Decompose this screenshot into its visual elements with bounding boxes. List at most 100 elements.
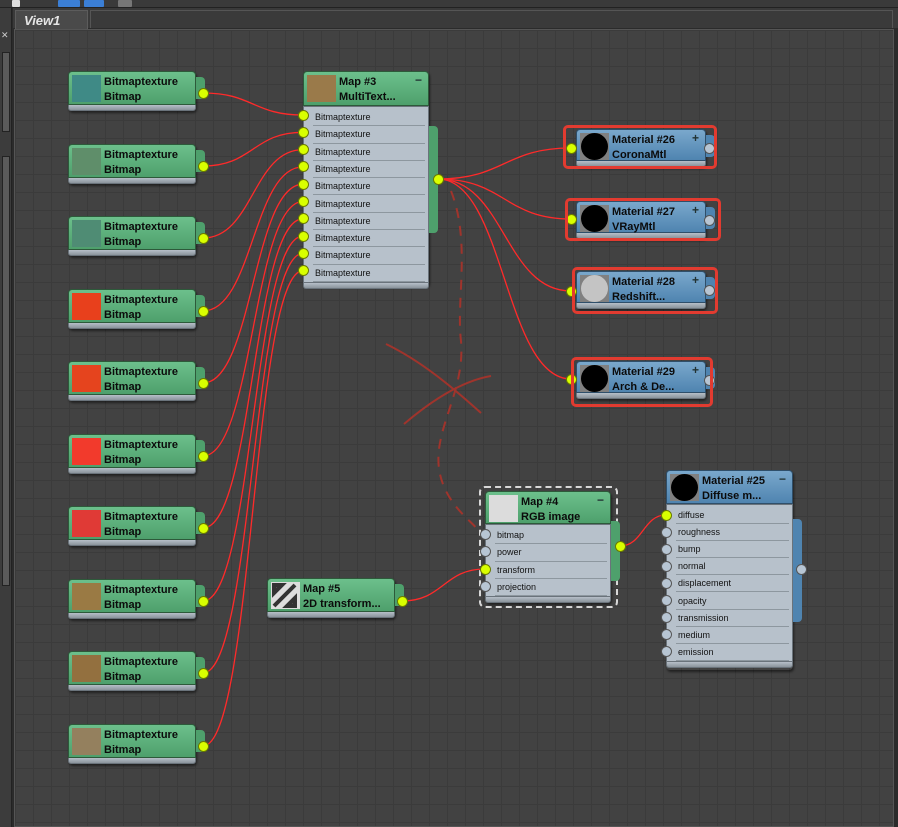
input-socket[interactable] [660,543,672,555]
input-socket[interactable] [660,629,672,641]
wire[interactable] [202,200,304,457]
output-socket[interactable] [703,374,715,386]
input-slot[interactable]: displacement [676,575,789,593]
input-slot[interactable]: opacity [676,593,789,610]
wire[interactable] [202,218,304,529]
output-socket[interactable] [795,563,807,575]
input-socket[interactable] [660,577,672,589]
input-socket[interactable] [660,646,672,658]
output-socket[interactable] [197,87,209,99]
collapse-icon[interactable]: − [596,493,604,507]
output-socket[interactable] [703,214,715,226]
wire[interactable] [437,178,572,292]
wire[interactable] [202,131,304,167]
input-slot[interactable]: Bitmaptexture [313,178,425,196]
wire[interactable] [202,166,304,312]
input-socket[interactable] [297,126,309,138]
wire[interactable] [437,178,572,380]
input-socket[interactable] [297,161,309,173]
input-socket[interactable] [479,528,491,540]
output-socket[interactable] [197,667,209,679]
expand-icon[interactable]: + [691,203,699,217]
input-slot[interactable]: roughness [676,524,789,542]
input-socket[interactable] [479,580,491,592]
input-socket[interactable] [297,265,309,277]
input-socket[interactable] [479,545,491,557]
input-slot[interactable]: Bitmaptexture [313,247,425,265]
input-socket[interactable] [565,285,577,297]
input-slot[interactable]: normal [676,558,789,576]
close-icon[interactable]: ✕ [1,30,9,40]
input-slot[interactable]: Bitmaptexture [313,265,425,282]
input-slot[interactable]: emission [676,644,789,661]
wire[interactable] [437,147,572,180]
input-slot[interactable]: Bitmaptexture [313,230,425,248]
scrollbar[interactable] [2,156,10,586]
wire[interactable] [401,568,486,602]
input-socket[interactable] [297,144,309,156]
input-slot[interactable]: medium [676,627,789,644]
input-socket[interactable] [297,109,309,121]
input-socket[interactable] [660,560,672,572]
input-socket[interactable] [660,509,672,521]
input-socket[interactable] [660,595,672,606]
input-slot[interactable]: bump [676,541,789,559]
input-socket[interactable] [660,526,672,538]
wire[interactable] [202,235,304,602]
input-slot[interactable]: Bitmaptexture [313,144,425,161]
collapse-icon[interactable]: − [414,73,422,87]
input-slot[interactable]: projection [495,579,607,597]
input-slot[interactable]: transform [495,562,607,579]
wire[interactable] [202,92,304,116]
input-socket[interactable] [297,196,309,207]
expand-icon[interactable]: + [691,273,699,287]
output-socket[interactable] [197,522,209,534]
wire[interactable] [619,514,667,547]
input-socket[interactable] [297,230,309,242]
output-socket[interactable] [197,305,209,317]
wire[interactable] [202,270,304,747]
expand-icon[interactable]: + [691,131,699,145]
toolbar-button-view[interactable] [84,0,104,7]
input-socket[interactable] [297,247,309,259]
wire[interactable] [437,178,572,220]
output-socket[interactable] [197,450,209,462]
wire[interactable] [202,252,304,674]
output-socket[interactable] [197,160,209,172]
collapse-icon[interactable]: − [778,472,786,486]
input-slot[interactable]: Bitmaptexture [313,161,425,179]
output-socket[interactable] [197,740,209,752]
input-slot[interactable]: power [495,544,607,562]
output-socket[interactable] [432,173,444,185]
input-slot[interactable]: Bitmaptexture [313,213,425,231]
input-slot[interactable]: Bitmaptexture [313,196,425,213]
wire[interactable] [202,183,304,384]
input-socket[interactable] [479,563,491,575]
wire[interactable] [202,148,304,239]
input-slot[interactable]: diffuse [676,507,789,525]
input-slot[interactable]: Bitmaptexture [313,126,425,144]
